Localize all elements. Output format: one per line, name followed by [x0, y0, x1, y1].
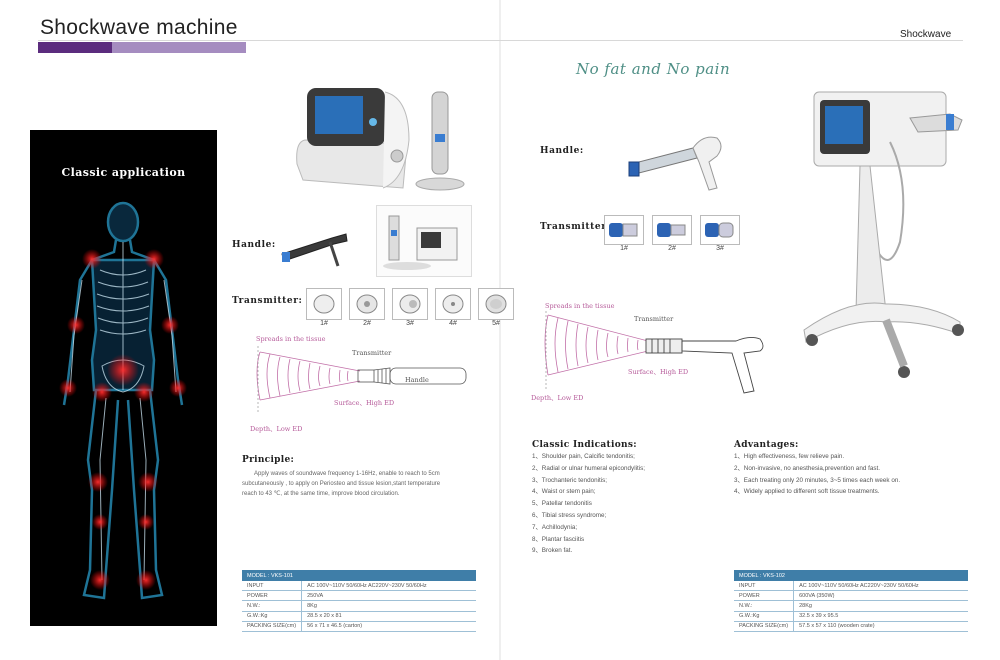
- diagram-transmitter-label: Transmitter: [352, 349, 392, 357]
- diagram-spreads-label: Spreads in the tissue: [256, 335, 326, 343]
- diagram-transmitter-label: Transmitter: [634, 315, 674, 323]
- principle-line: subcutaneously , to apply on Periosteo a…: [242, 481, 441, 487]
- transmitter-head-image: [604, 215, 644, 245]
- header-right-label: Shockwave: [900, 29, 952, 40]
- right-wave-diagram: [544, 311, 764, 394]
- transmitter-number: 3#: [406, 320, 414, 327]
- transmitter-number: 2#: [363, 320, 371, 327]
- list-item: 7、Achillodynia;: [532, 523, 578, 531]
- list-item: 3、Trochanteric tendonitis;: [532, 476, 608, 484]
- list-item: 9、Broken fat.: [532, 547, 573, 555]
- transmitter-head-image: [435, 288, 471, 320]
- table-row: PACKING SIZE(cm)56 x 71 x 46.5 (carton): [242, 621, 476, 632]
- left-handle-label: Handle:: [232, 240, 276, 250]
- left-handle-image: [281, 233, 348, 267]
- right-handle-image: [628, 136, 722, 191]
- transmitter-number: 4#: [449, 320, 457, 327]
- right-transmitter-label: Transmitter:: [540, 222, 611, 232]
- spec-model: MODEL : VKS-101: [242, 570, 476, 581]
- left-wave-diagram: [256, 346, 467, 414]
- right-handle-label: Handle:: [540, 146, 584, 156]
- skeleton-figure-image: [59, 201, 187, 600]
- shockwave-device-image: [296, 88, 465, 191]
- left-transmitter-row: 1# 2# 3# 4# 5#: [306, 288, 514, 327]
- spec-model: MODEL : VKS-102: [734, 570, 968, 581]
- table-row: N.W.:8Kg: [242, 600, 476, 612]
- list-item: 5、Patellar tendonitis: [532, 500, 592, 508]
- transmitter-number: 1#: [320, 320, 328, 327]
- list-item: 2、Non-invasive, no anesthesia,prevention…: [734, 464, 880, 472]
- transmitter-number: 2#: [668, 245, 676, 252]
- title-rule: [38, 40, 963, 41]
- device-thumbnail-image: [376, 205, 472, 277]
- diagram-handle-label: Handle: [405, 376, 429, 384]
- classic-application-panel: Classic application: [30, 130, 217, 626]
- transmitter-number: 1#: [620, 245, 628, 252]
- list-item: 4、Waist or stem pain;: [532, 488, 596, 496]
- diagram-depth-label: Depth、Low ED: [250, 425, 303, 433]
- transmitter-head-image: [392, 288, 428, 320]
- list-item: 6、Tibial stress syndrome;: [532, 511, 607, 519]
- diagram-surface-label: Surface、High ED: [334, 399, 395, 407]
- page-fold: [499, 0, 501, 660]
- principle-line: Apply waves of soundwave frequency 1-16H…: [254, 471, 440, 477]
- transmitter-number: 3#: [716, 245, 724, 252]
- transmitter-head-image: [349, 288, 385, 320]
- left-transmitter-label: Transmitter:: [232, 296, 303, 306]
- indications-list: 1、Shoulder pain, Calcific tendonitis; 2、…: [532, 451, 645, 557]
- title-bar-light: [112, 42, 246, 53]
- transmitter-head-image: [700, 215, 740, 245]
- list-item: 4、Widely applied to different soft tissu…: [734, 488, 880, 496]
- diagram-spreads-label: Spreads in the tissue: [545, 302, 615, 310]
- list-item: 8、Plantar fasciitis: [532, 535, 585, 543]
- panel-title: Classic application: [61, 166, 186, 179]
- trolley-shockwave-machine-image: [803, 91, 964, 378]
- indications-title: Classic Indications:: [532, 440, 637, 450]
- list-item: 3、Each treating only 20 minutes, 3~5 tim…: [734, 476, 901, 484]
- transmitter-head-image: [652, 215, 692, 245]
- table-row: PACKING SIZE(cm)57.5 x 57 x 110 (wooden …: [734, 621, 968, 632]
- transmitter-head-image: [306, 288, 342, 320]
- right-transmitter-row: 1# 2# 3#: [604, 215, 740, 252]
- list-item: 1、Shoulder pain, Calcific tendonitis;: [532, 453, 635, 460]
- principle-title: Principle:: [242, 455, 295, 465]
- transmitter-number: 5#: [492, 320, 500, 327]
- table-row: N.W.:28Kg: [734, 600, 968, 612]
- list-item: 1、High effectiveness, few relieve pain.: [734, 453, 845, 460]
- diagram-depth-label: Depth、Low ED: [531, 394, 584, 402]
- list-item: 2、Radial or ulnar humeral epicondylitis;: [532, 464, 646, 472]
- page-title: Shockwave machine: [40, 16, 238, 39]
- transmitter-head-image: [478, 288, 514, 320]
- diagram-surface-label: Surface、High ED: [628, 368, 689, 376]
- script-slogan: No fat and No pain: [576, 60, 731, 78]
- advantages-title: Advantages:: [734, 440, 799, 450]
- principle-text: Apply waves of soundwave frequency 1-16H…: [242, 469, 492, 499]
- advantages-list: 1、High effectiveness, few relieve pain. …: [734, 451, 900, 498]
- principle-line: reach to 43 ℃, at the same time, improve…: [242, 491, 400, 497]
- title-bar-dark: [38, 42, 112, 53]
